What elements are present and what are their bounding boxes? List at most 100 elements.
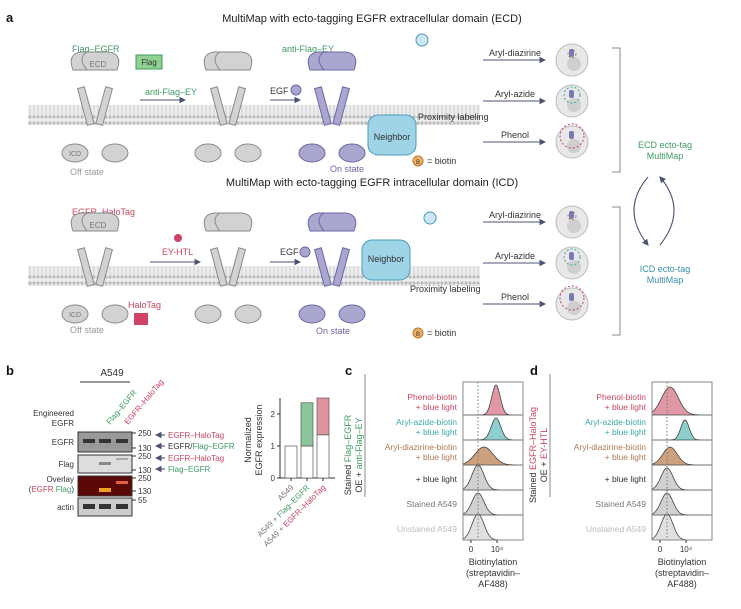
y-axis-label: Stained EGFR–HaloTagOE + EY-HTL xyxy=(528,407,549,503)
light-bulb-icon-2 xyxy=(423,211,437,225)
probe-label: Aryl-azide xyxy=(495,251,535,261)
ecd-label: ECD xyxy=(90,221,107,230)
row-label: Phenol-biotin+ blue light xyxy=(596,392,646,412)
anti-flag-ey-label-2: anti-Flag–EY xyxy=(282,44,334,54)
blot-band xyxy=(99,439,111,443)
biotin-symbol-2: B xyxy=(416,332,420,338)
x-tick-label: 0 xyxy=(469,545,474,554)
histogram-trace xyxy=(652,419,712,441)
receptor-stalk xyxy=(313,86,332,126)
histogram-trace xyxy=(651,513,712,541)
egfr-marker-icon xyxy=(569,293,574,301)
histogram-trace xyxy=(462,464,523,491)
panel-a-label: a xyxy=(6,10,14,25)
receptor-stalk xyxy=(228,86,247,126)
icd-bracket xyxy=(612,206,621,336)
egf-label: EGF xyxy=(270,86,289,96)
halotag-label: HaloTag xyxy=(128,300,161,310)
cycle-arrow-up xyxy=(659,176,675,246)
band-annotation: EGFR–HaloTag xyxy=(168,431,224,440)
band-annotation: EGFR/Flag–EGFR xyxy=(168,442,235,451)
receptor-icd xyxy=(338,143,366,163)
x-axis-label: (streptavidin– xyxy=(655,568,709,578)
proximity-label-2: Proximity labeling xyxy=(410,284,481,294)
receptor-icd xyxy=(298,304,326,324)
receptor-icd xyxy=(194,304,222,324)
probe-label: Phenol xyxy=(501,130,529,140)
mw-marker: 55 xyxy=(138,496,147,505)
egfr-marker-icon xyxy=(569,90,574,98)
panel-label: c xyxy=(345,363,352,378)
biotin-legend-2: = biotin xyxy=(427,328,456,338)
receptor-icd xyxy=(61,304,89,324)
light-bulb-icon xyxy=(415,33,429,47)
band-annotation: Flag–EGFR xyxy=(168,465,210,474)
egf-ligand-icon-2 xyxy=(299,246,311,258)
histogram-trace xyxy=(463,417,523,441)
histogram-trace xyxy=(462,446,523,466)
egfr-marker-icon xyxy=(569,211,574,219)
row-label: Aryl-diazirine-biotin+ blue light xyxy=(385,442,458,462)
receptor-stalk xyxy=(209,86,228,126)
row-label: Aryl-azide-biotin+ blue light xyxy=(396,417,458,437)
proximity-label: Proximity labeling xyxy=(418,112,489,122)
receptor-ecd xyxy=(214,51,253,71)
x-tick-label: 0 xyxy=(658,545,663,554)
membrane-top xyxy=(28,105,480,125)
egfr-receptor xyxy=(298,212,366,324)
receptor-icd xyxy=(298,143,326,163)
histogram-trace xyxy=(651,467,712,491)
row-label: Unstained A549 xyxy=(397,524,457,534)
halotag-icon xyxy=(134,313,148,325)
neighbor-protein xyxy=(367,114,417,156)
blot-band xyxy=(116,504,128,509)
receptor-stalk xyxy=(76,86,95,126)
biotin-icon-2 xyxy=(412,327,424,339)
bar-segment xyxy=(316,397,330,436)
receptor-stalk xyxy=(95,247,114,287)
biotin-legend: = biotin xyxy=(427,156,456,166)
on-state-label: On state xyxy=(330,164,364,174)
egfr-halotag-label: EGFR–HaloTag xyxy=(72,207,135,217)
row-label: Stained A549 xyxy=(406,499,457,509)
nucleus-icon xyxy=(567,98,581,112)
row-label: + blue light xyxy=(416,474,458,484)
receptor-icd xyxy=(234,304,262,324)
blot-row-label: EGFR xyxy=(52,438,74,447)
blot-band xyxy=(99,504,111,509)
mw-marker: 250 xyxy=(138,452,152,461)
labeling-radius xyxy=(567,49,577,59)
egfr-marker-icon xyxy=(569,49,574,57)
receptor-icd xyxy=(61,143,89,163)
receptor-ecd xyxy=(81,51,120,71)
ecd-scheme: Flag–EGFR Flag anti-Flag–EY anti-Flag–EY… xyxy=(70,33,489,177)
x-axis-label: AF488) xyxy=(667,579,697,589)
ecd-bracket xyxy=(612,47,621,173)
receptor-stalk xyxy=(332,247,351,287)
blot-row-label: actin xyxy=(57,503,74,512)
cell-line-label: A549 xyxy=(100,368,124,379)
blot-band xyxy=(99,488,111,492)
mw-marker: 250 xyxy=(138,429,152,438)
receptor-icd xyxy=(194,143,222,163)
blot-band xyxy=(116,439,128,443)
labeling-radius xyxy=(567,211,577,221)
receptor-ecd xyxy=(81,212,120,232)
egfr-receptor xyxy=(194,51,262,163)
overlay-sublabel: (EGFR Flag) xyxy=(29,485,75,494)
probe-label: Aryl-diazirine xyxy=(489,48,541,58)
flag-egfr-label: Flag–EGFR xyxy=(72,44,120,54)
egfr-receptor xyxy=(194,212,262,324)
panel-label: d xyxy=(530,363,538,378)
histogram-trace xyxy=(651,492,712,516)
y-axis-label: Stained Flag–EGFROE + anti-Flag–EY xyxy=(343,414,364,495)
mw-marker: 130 xyxy=(138,444,152,453)
x-axis-label: Biotinylation xyxy=(469,557,518,567)
biotin-symbol: B xyxy=(416,160,420,166)
bottom-title: MultiMap with ecto-tagging EGFR intracel… xyxy=(226,177,518,189)
